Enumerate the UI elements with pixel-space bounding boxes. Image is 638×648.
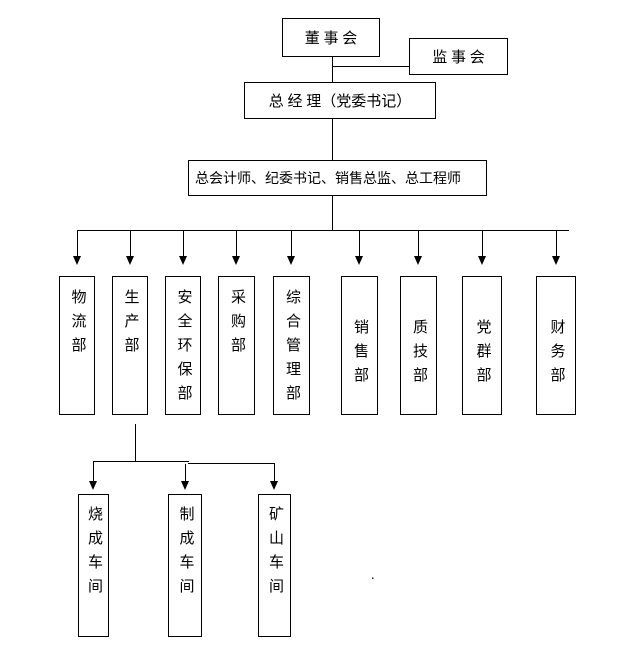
down-arrow-head-icon <box>270 481 278 490</box>
down-arrow-head-icon <box>179 256 187 265</box>
senior-staff-box: 总会计师、纪委书记、销售总监、总工程师 <box>188 160 487 196</box>
down-arrow-head-icon <box>126 256 134 265</box>
connector-production-stem <box>135 424 136 462</box>
down-arrow-stem <box>556 231 557 257</box>
general-manager-label: 总 经 理（党委书记） <box>268 94 412 110</box>
down-arrow-stem <box>236 231 237 257</box>
workshop-finishing-box: 制成车间 <box>168 494 202 637</box>
workshop-label: 制成车间 <box>177 506 194 602</box>
dept-label: 销售部 <box>352 318 368 391</box>
down-arrow-head-icon <box>232 256 240 265</box>
supervisory-board-label: 监 事 会 <box>432 50 485 66</box>
connector-gm-staff <box>332 119 333 160</box>
board-box: 董 事 会 <box>282 18 380 57</box>
down-arrow-head-icon <box>89 481 97 490</box>
dept-label: 综合管理部 <box>284 289 300 409</box>
down-arrow-head-icon <box>73 256 81 265</box>
down-arrow-stem <box>130 231 131 257</box>
down-arrow-stem <box>93 462 94 482</box>
dept-label: 质技部 <box>411 318 427 391</box>
connector-workshops-rail-right <box>188 463 275 464</box>
down-arrow-stem <box>359 231 360 257</box>
connector-board-gm <box>332 57 333 82</box>
dept-label: 财务部 <box>548 318 565 391</box>
workshop-mining-box: 矿山车间 <box>258 494 291 637</box>
dept-quality-technology-box: 质技部 <box>400 276 437 415</box>
workshop-label: 烧成车间 <box>86 506 102 602</box>
stray-period-mark: . <box>371 568 375 583</box>
connector-staff-trunk <box>332 196 333 230</box>
down-arrow-head-icon <box>552 256 560 265</box>
connector-board-supervisory <box>332 66 409 67</box>
dept-sales-box: 销售部 <box>341 276 378 415</box>
workshop-label: 矿山车间 <box>267 506 283 602</box>
dept-label: 党群部 <box>474 318 491 391</box>
down-arrow-stem <box>482 231 483 257</box>
dept-safety-environment-box: 安全环保部 <box>165 276 201 415</box>
supervisory-board-box: 监 事 会 <box>409 38 508 75</box>
connector-workshops-rail-left <box>93 461 189 462</box>
down-arrow-stem <box>183 231 184 257</box>
dept-logistics-box: 物流部 <box>59 276 95 415</box>
senior-staff-label: 总会计师、纪委书记、销售总监、总工程师 <box>195 172 461 187</box>
dept-general-management-box: 综合管理部 <box>273 276 310 415</box>
dept-production-box: 生产部 <box>112 276 148 415</box>
workshop-sintering-box: 烧成车间 <box>78 494 109 637</box>
general-manager-box: 总 经 理（党委书记） <box>244 82 436 119</box>
down-arrow-head-icon <box>355 256 363 265</box>
down-arrow-head-icon <box>478 256 486 265</box>
down-arrow-stem <box>77 231 78 257</box>
dept-finance-box: 财务部 <box>536 276 576 415</box>
down-arrow-stem <box>274 464 275 482</box>
dept-label: 采购部 <box>229 289 245 361</box>
down-arrow-stem <box>291 231 292 257</box>
connector-departments-rail <box>77 230 569 231</box>
down-arrow-stem <box>185 464 186 482</box>
down-arrow-stem <box>418 231 419 257</box>
down-arrow-head-icon <box>414 256 422 265</box>
dept-party-mass-box: 党群部 <box>462 276 502 415</box>
dept-label: 物流部 <box>69 289 86 361</box>
down-arrow-head-icon <box>287 256 295 265</box>
dept-label: 生产部 <box>122 289 139 361</box>
board-label: 董 事 会 <box>304 31 358 47</box>
dept-label: 安全环保部 <box>175 289 192 409</box>
down-arrow-head-icon <box>181 481 189 490</box>
dept-purchasing-box: 采购部 <box>218 276 255 415</box>
